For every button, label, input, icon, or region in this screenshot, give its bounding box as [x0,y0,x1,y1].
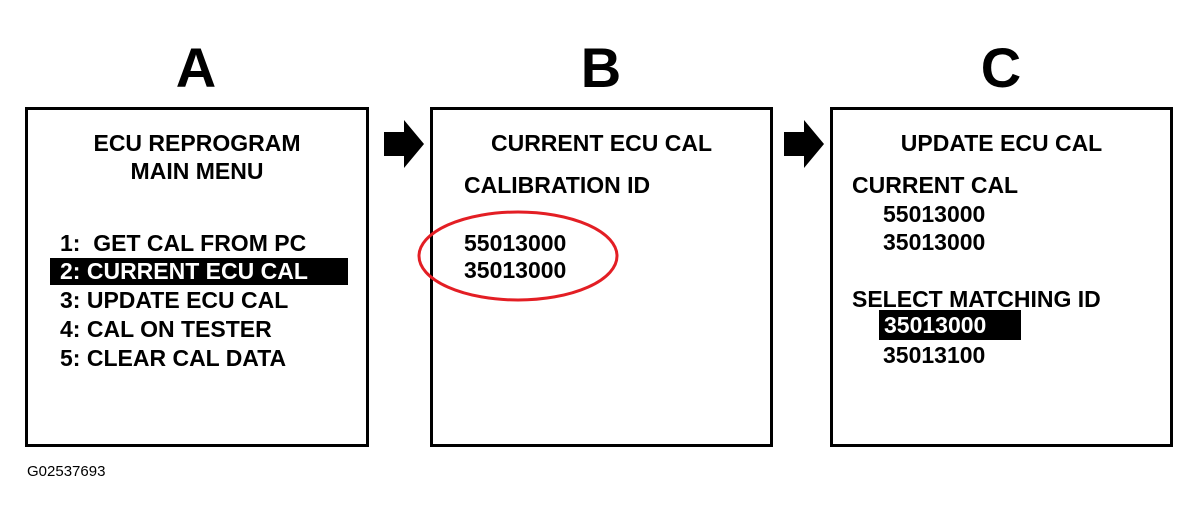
right-arrow-icon [784,120,824,168]
panel-c-title: UPDATE ECU CAL [900,130,1103,156]
menu-item-number: 2: [60,258,81,284]
select-matching-id-label: SELECT MATCHING ID [852,286,1101,312]
menu-item-5[interactable]: 5: CLEAR CAL DATA [60,345,286,372]
panel-b-title: CURRENT ECU CAL [490,130,713,156]
panel-b-letter: B [580,36,622,99]
menu-item-label: GET CAL FROM PC [93,230,307,256]
menu-item-3[interactable]: 3: UPDATE ECU CAL [60,287,288,314]
panel-c-screen: UPDATE ECU CAL CURRENT CAL 55013000 3501… [830,107,1173,447]
menu-item-label: CLEAR CAL DATA [86,345,287,371]
calibration-id-label: CALIBRATION ID [464,172,651,198]
menu-item-label: CURRENT ECU CAL [86,258,308,284]
menu-item-2-selected[interactable]: 2: CURRENT ECU CAL [50,258,348,285]
panel-a-title-line1: ECU REPROGRAM [93,130,301,156]
right-arrow-icon [384,120,424,168]
menu-item-label: UPDATE ECU CAL [86,287,289,313]
panel-b-screen: CURRENT ECU CAL CALIBRATION ID 55013000 … [430,107,773,447]
menu-item-number: 1: [60,230,81,256]
calibration-id-1: 55013000 [464,230,567,256]
panel-a-title-line2: MAIN MENU [130,158,264,184]
current-cal-id-1: 55013000 [883,201,986,227]
menu-item-label: CAL ON TESTER [86,316,272,342]
calibration-id-2: 35013000 [464,257,567,283]
panel-a-screen: ECU REPROGRAM MAIN MENU 1: GET CAL FROM … [25,107,369,447]
menu-item-number: 4: [60,316,81,342]
matching-id-option-selected[interactable]: 35013000 [879,310,1021,340]
menu-item-1[interactable]: 1: GET CAL FROM PC [60,230,306,257]
panel-c-letter: C [980,36,1022,99]
matching-id-option[interactable]: 35013100 [883,342,986,368]
panel-a-letter: A [175,36,217,99]
figure-code: G02537693 [27,463,106,480]
menu-item-4[interactable]: 4: CAL ON TESTER [60,316,272,343]
menu-item-number: 3: [60,287,81,313]
current-cal-id-2: 35013000 [883,229,986,255]
menu-item-number: 5: [60,345,81,371]
current-cal-label: CURRENT CAL [852,172,1019,198]
